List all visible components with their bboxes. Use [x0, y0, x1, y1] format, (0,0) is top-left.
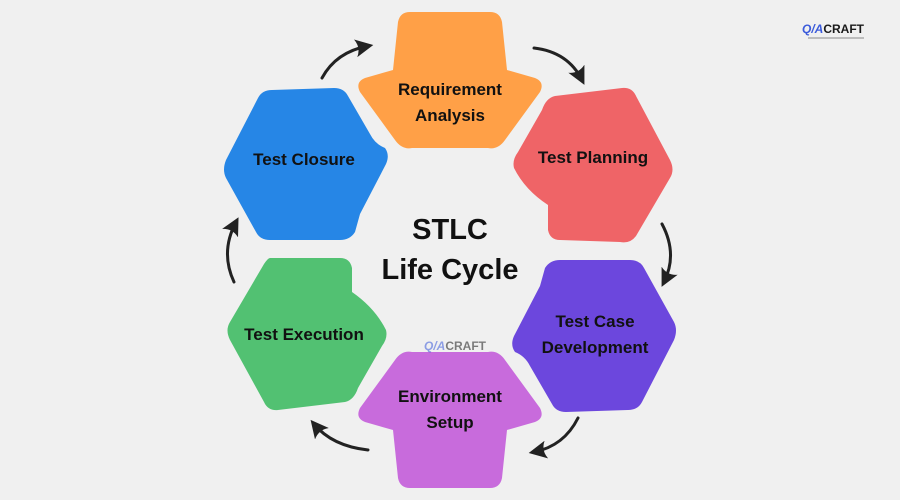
stage-label-line: Development	[541, 338, 649, 357]
stage-label-line: Test Planning	[537, 148, 649, 167]
stage-label-test-case-development: Test Case Development	[520, 309, 670, 361]
cycle-arrow-5	[222, 217, 239, 284]
stage-shape-requirement-analysis	[358, 12, 542, 149]
cycle-arrow-4	[310, 419, 370, 452]
brand-logo-qa: Q/A	[801, 22, 824, 36]
brand-watermark-qa: Q/A	[424, 339, 446, 353]
brand-logo-craft: CRAFT	[823, 22, 864, 36]
stage-label-line: Analysis	[415, 106, 485, 125]
center-title: STLC Life Cycle	[330, 210, 570, 290]
center-title-line-2: Life Cycle	[381, 254, 519, 286]
stage-label-line: Requirement	[398, 80, 502, 99]
stage-shape-test-planning	[513, 87, 673, 243]
stage-shape-test-case-development	[512, 260, 676, 412]
stage-shape-test-execution	[227, 258, 387, 411]
stage-shape-test-closure	[224, 88, 388, 240]
stage-label-test-execution: Test Execution	[230, 322, 378, 348]
stage-label-line: Environment	[398, 387, 502, 406]
brand-watermark-craft: CRAFT	[445, 339, 487, 353]
stage-shape-environment-setup	[358, 351, 542, 488]
stage-label-requirement-analysis: Requirement Analysis	[360, 77, 540, 129]
stage-label-line: Test Closure	[253, 150, 355, 169]
cycle-arrow-6	[320, 39, 374, 80]
stage-label-test-closure: Test Closure	[232, 147, 376, 173]
brand-logo: Q/ACRAFT	[802, 22, 864, 36]
stage-label-line: Test Case	[555, 312, 635, 331]
stage-label-line: Test Execution	[244, 325, 364, 344]
stage-label-environment-setup: Environment Setup	[360, 384, 540, 436]
cycle-arrow-2	[660, 222, 678, 287]
brand-logo-underline	[808, 37, 864, 39]
center-title-line-1: STLC	[412, 214, 488, 246]
brand-watermark: Q/ACRAFT	[424, 339, 486, 353]
cycle-arrow-1	[532, 46, 585, 85]
cycle-arrow-3	[528, 416, 580, 459]
stage-label-line: Setup	[426, 413, 474, 432]
stage-label-test-planning: Test Planning	[520, 145, 666, 171]
